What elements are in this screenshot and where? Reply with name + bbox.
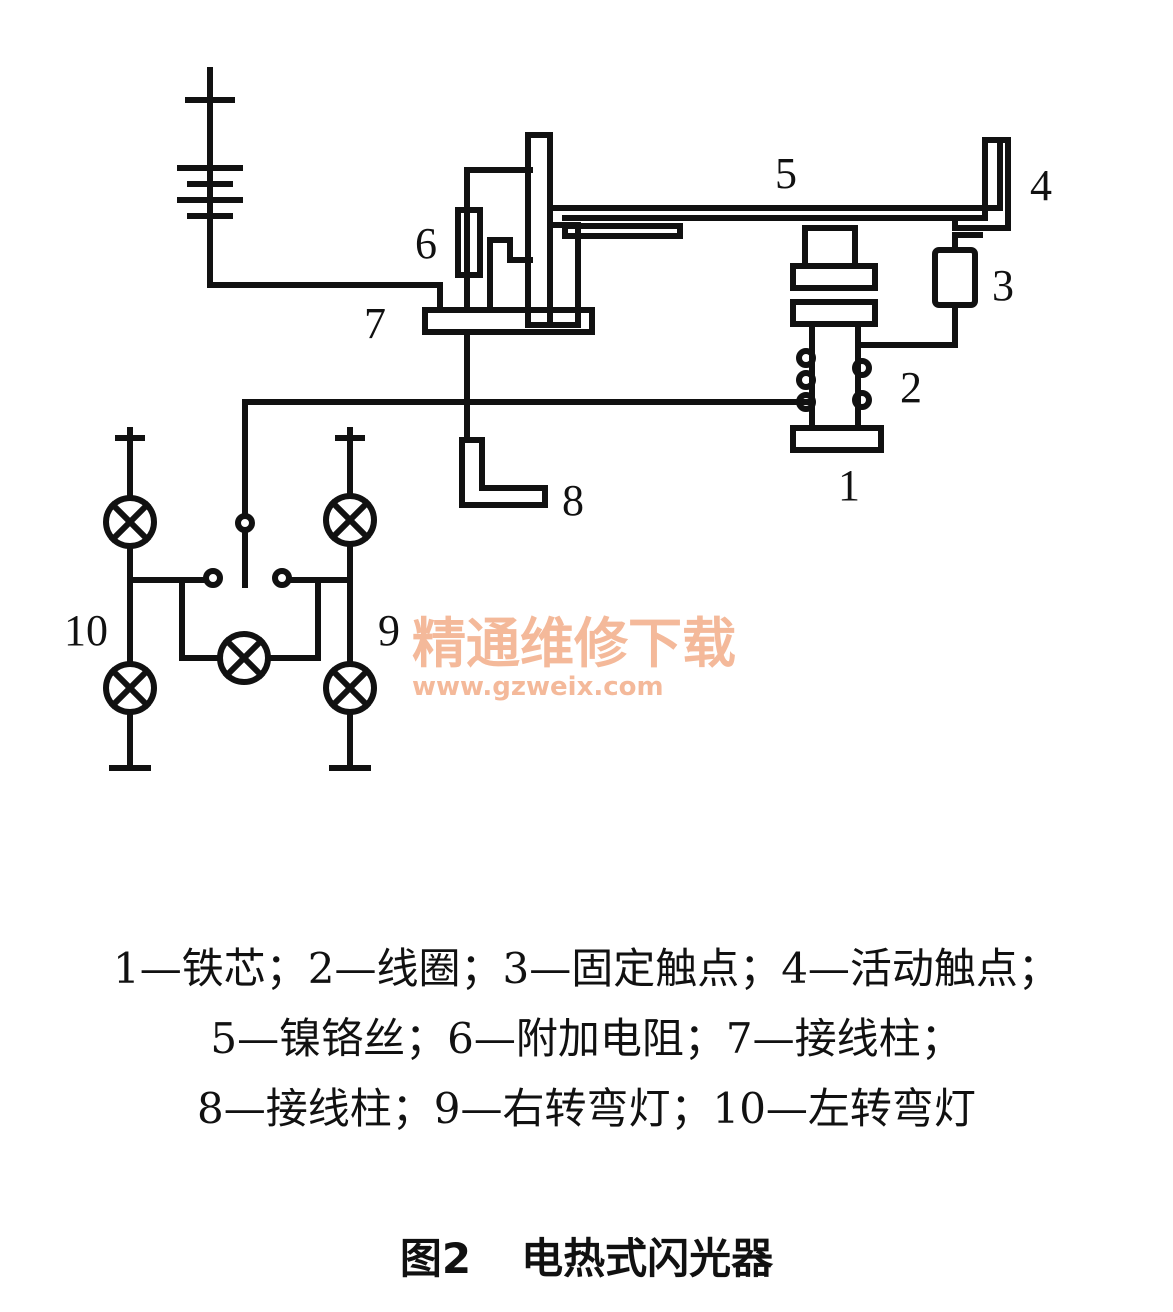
iron-core-1	[790, 225, 884, 453]
label-8: 8	[562, 476, 584, 525]
figure-caption: 图2 电热式闪光器	[0, 1225, 1173, 1286]
indicator-lamp	[179, 577, 321, 685]
label-2: 2	[900, 363, 922, 412]
label-10: 10	[64, 606, 108, 655]
right-turn-lamps-9	[286, 427, 377, 771]
fixed-contact-3	[855, 235, 978, 348]
label-7: 7	[364, 299, 386, 348]
terminal-8	[459, 437, 548, 508]
additional-resistor-6	[455, 167, 533, 313]
vertical-blade	[525, 132, 581, 328]
watermark-url: www.gzweix.com	[412, 672, 664, 702]
terminal-7	[422, 307, 595, 335]
flasher-circuit-diagram: 精通维修下载 www.gzweix.com 1 2 3 4 5 6 7 8 9 …	[64, 67, 1052, 771]
figure-title: 电热式闪光器	[521, 1234, 774, 1283]
legend-line: 8—接线柱；9—右转弯灯；10—左转弯灯	[197, 1084, 976, 1133]
turn-signal-switch	[203, 513, 292, 588]
figure-number: 图2	[399, 1234, 472, 1283]
label-1: 1	[838, 461, 860, 510]
watermark-name: 精通维修下载	[412, 612, 736, 675]
label-6: 6	[415, 219, 437, 268]
label-3: 3	[992, 261, 1014, 310]
legend-line: 5—镍铬丝；6—附加电阻；7—接线柱；	[210, 1014, 963, 1063]
legend-line: 1—铁芯；2—线圈；3—固定触点；4—活动触点；	[113, 944, 1060, 993]
nichrome-wire-5	[547, 137, 1003, 239]
left-turn-lamps-10	[103, 427, 209, 771]
battery-symbol	[177, 67, 443, 313]
main-wiring	[242, 329, 815, 518]
label-4: 4	[1030, 161, 1052, 210]
moving-contact-4	[952, 137, 1011, 238]
label-5: 5	[775, 149, 797, 198]
label-9: 9	[378, 606, 400, 655]
